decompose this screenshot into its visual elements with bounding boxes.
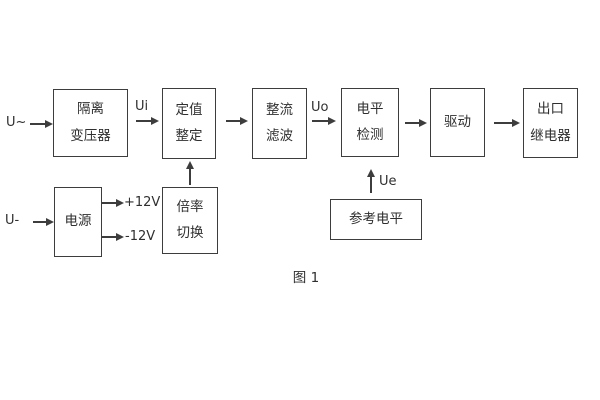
block-label-line: 切换 [176, 225, 204, 241]
block-label-line: 参考电平 [349, 210, 403, 227]
flow-arrow-rectifier-to-level-icon [312, 117, 336, 124]
flow-arrow-level-to-drive-icon [405, 119, 427, 126]
block-label-line: 驱动 [444, 113, 471, 130]
block-label-line: 电源 [64, 213, 92, 230]
flow-arrow-transformer-to-setpoint-icon [136, 117, 159, 124]
label-input-ac: U~ [6, 115, 27, 130]
block-label-line: 定值 [175, 101, 203, 118]
block-label-line: 检测 [356, 127, 384, 143]
block-label-line: 倍率 [176, 198, 204, 215]
block-label-line: 整流 [266, 101, 293, 118]
block-level-detect: 电平 检测 [341, 88, 399, 157]
flow-arrow-reference-to-level-icon [367, 169, 374, 193]
flow-arrow-dc-input-icon [33, 218, 54, 225]
block-isolation-transformer: 隔离 变压器 [53, 89, 128, 157]
block-label-line: 隔离 [77, 101, 104, 117]
label-minus-12v: -12V [125, 229, 156, 244]
flow-arrow-ac-input-icon [30, 120, 53, 127]
block-setpoint-adjust: 定值 整定 [162, 88, 216, 159]
block-rectify-filter: 整流 滤波 [252, 88, 307, 159]
label-input-dc: U- [5, 213, 20, 228]
block-ratio-switch: 倍率 切换 [162, 187, 218, 254]
block-drive: 驱动 [430, 88, 485, 157]
block-label-line: 电平 [356, 100, 384, 117]
block-power-supply: 电源 [54, 187, 102, 257]
label-signal-ue: Ue [379, 174, 397, 189]
block-label-line: 出口 [537, 101, 564, 117]
block-label-line: 整定 [175, 128, 203, 144]
block-output-relay: 出口 继电器 [523, 88, 578, 158]
block-label-line: 滤波 [266, 128, 293, 144]
block-label-line: 继电器 [530, 127, 571, 144]
label-signal-uo: Uo [311, 100, 329, 115]
flow-arrow-power-plus12v-icon [102, 199, 124, 206]
flow-arrow-drive-to-relay-icon [494, 119, 520, 126]
label-plus-12v: +12V [124, 195, 161, 210]
block-reference-level: 参考电平 [330, 199, 422, 240]
flow-arrow-power-minus12v-icon [102, 233, 124, 240]
block-label-line: 变压器 [70, 127, 111, 144]
flow-arrow-setpoint-to-rectifier-icon [226, 117, 248, 124]
flow-arrow-ratio-to-setpoint-icon [186, 161, 193, 185]
label-signal-ui: Ui [135, 99, 149, 114]
figure-caption: 图 1 [292, 270, 320, 286]
